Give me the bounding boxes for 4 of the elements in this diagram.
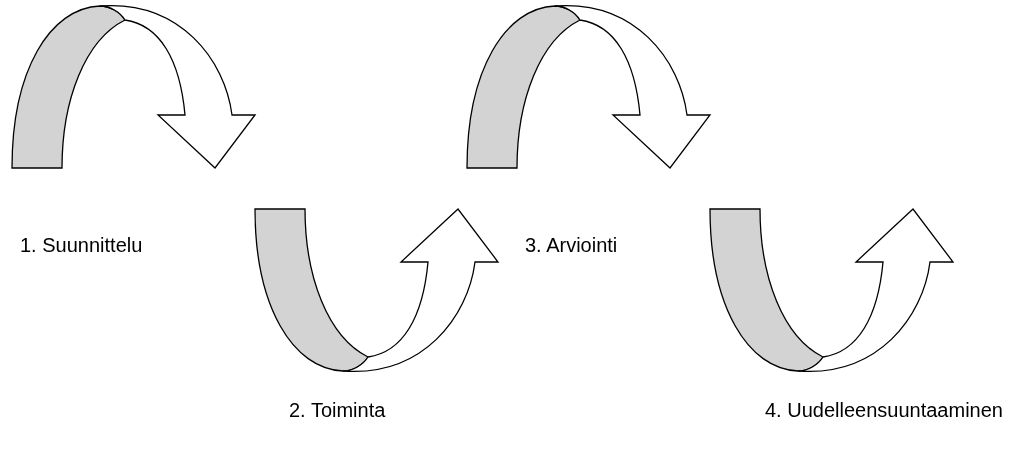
step-label: 2. Toiminta (289, 398, 386, 422)
step-label: 1. Suunnittelu (20, 233, 143, 257)
step-label: 3. Arviointi (525, 233, 618, 257)
step-label: 4. Uudelleensuuntaaminen (765, 398, 1003, 422)
